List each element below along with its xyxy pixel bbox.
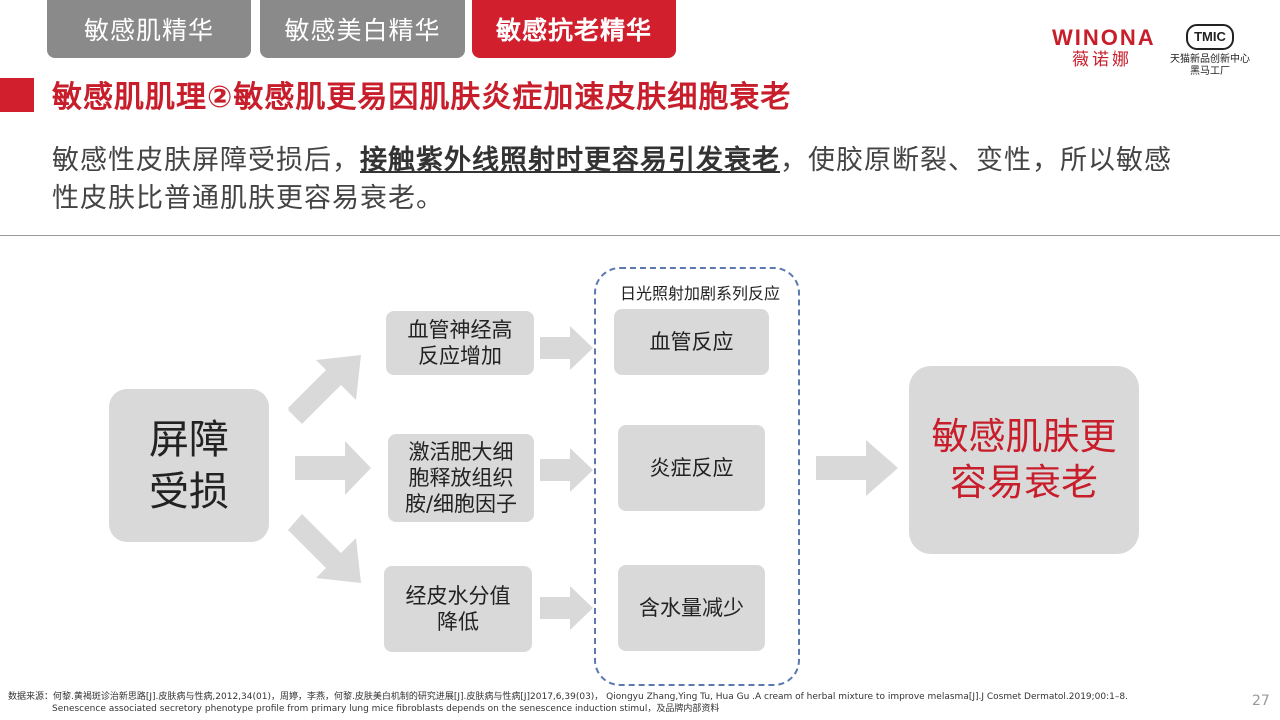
arrow-down-diagonal-head (316, 538, 361, 583)
source-citation-line1: 数据来源：何黎.黄褐斑诊治新思路[J].皮肤病与性病,2012,34(01)，周… (8, 692, 1128, 702)
section-divider (0, 235, 1280, 236)
inflammation-reaction-node: 炎症反应 (618, 425, 765, 511)
tmic-line1: 天猫新品创新中心 (1170, 54, 1250, 65)
inflammation-reaction-label: 炎症反应 (649, 456, 734, 480)
arrow-right-middle (295, 441, 371, 495)
tab-sensitive-serum[interactable]: 敏感肌精华 (47, 0, 251, 58)
neurovascular-label: 血管神经高 反应增加 (407, 318, 513, 368)
intro-text-before: 敏感性皮肤屏障受损后， (52, 145, 360, 176)
arrow-right-bottom-small (540, 586, 593, 630)
barrier-damage-node: 屏障 受损 (109, 389, 269, 542)
page-title: 敏感肌肌理②敏感肌更易因肌肤炎症加速皮肤细胞衰老 (52, 80, 792, 115)
arrow-right-top-small (540, 326, 593, 370)
aging-result-node: 敏感肌肤更 容易衰老 (909, 366, 1139, 554)
tab-sensitive-antiaging-serum[interactable]: 敏感抗老精华 (472, 0, 676, 58)
intro-paragraph: 敏感性皮肤屏障受损后，接触紫外线照射时更容易引发衰老，使胶原断裂、变性，所以敏感… (52, 142, 1192, 218)
mast-cell-node: 激活肥大细 胞释放组织 胺/细胞因子 (388, 434, 534, 522)
water-loss-node: 含水量减少 (618, 565, 765, 651)
source-citation-line2: Senescence associated secretory phenotyp… (52, 704, 720, 714)
sunlight-reaction-group (594, 267, 800, 686)
sunlight-reaction-group-label: 日光照射加剧系列反应 (619, 284, 780, 303)
mast-cell-label: 激活肥大细 胞释放组织 胺/细胞因子 (404, 440, 518, 516)
vascular-reaction-node: 血管反应 (614, 309, 769, 375)
arrow-up-diagonal-shaft (288, 368, 342, 424)
tmic-logo-mark: TMIC (1186, 24, 1234, 50)
arrow-right-result (816, 440, 898, 496)
intro-highlight: 接触紫外线照射时更容易引发衰老 (360, 145, 780, 176)
tmic-line2: 黑马工厂 (1190, 66, 1230, 77)
brand-name-en: WINONA (1052, 25, 1156, 50)
neurovascular-node: 血管神经高 反应增加 (386, 311, 534, 375)
brand-name-cn: 薇诺娜 (1072, 50, 1132, 70)
tewl-node: 经皮水分值 降低 (384, 566, 532, 652)
arrow-right-middle-small (540, 448, 593, 492)
arrow-down-diagonal-shaft (288, 514, 342, 570)
barrier-damage-label: 屏障 受损 (149, 416, 229, 515)
aging-result-label: 敏感肌肤更 容易衰老 (931, 415, 1117, 504)
intro-text-after: ，使胶原断裂、变性，所以敏感性皮肤比普通肌肤更容易衰老。 (52, 145, 1172, 214)
tewl-label: 经皮水分值 降低 (405, 584, 511, 634)
water-loss-label: 含水量减少 (639, 596, 744, 620)
tab-sensitive-whitening-serum[interactable]: 敏感美白精华 (260, 0, 465, 58)
winona-logo: WINONA 薇诺娜 (1052, 25, 1156, 71)
title-accent-bar (0, 78, 34, 112)
page-number: 27 (1252, 693, 1270, 709)
vascular-reaction-label: 血管反应 (649, 330, 734, 354)
arrow-up-diagonal-head (316, 355, 361, 400)
tmic-logo: TMIC 天猫新品创新中心 黑马工厂 (1164, 24, 1256, 78)
